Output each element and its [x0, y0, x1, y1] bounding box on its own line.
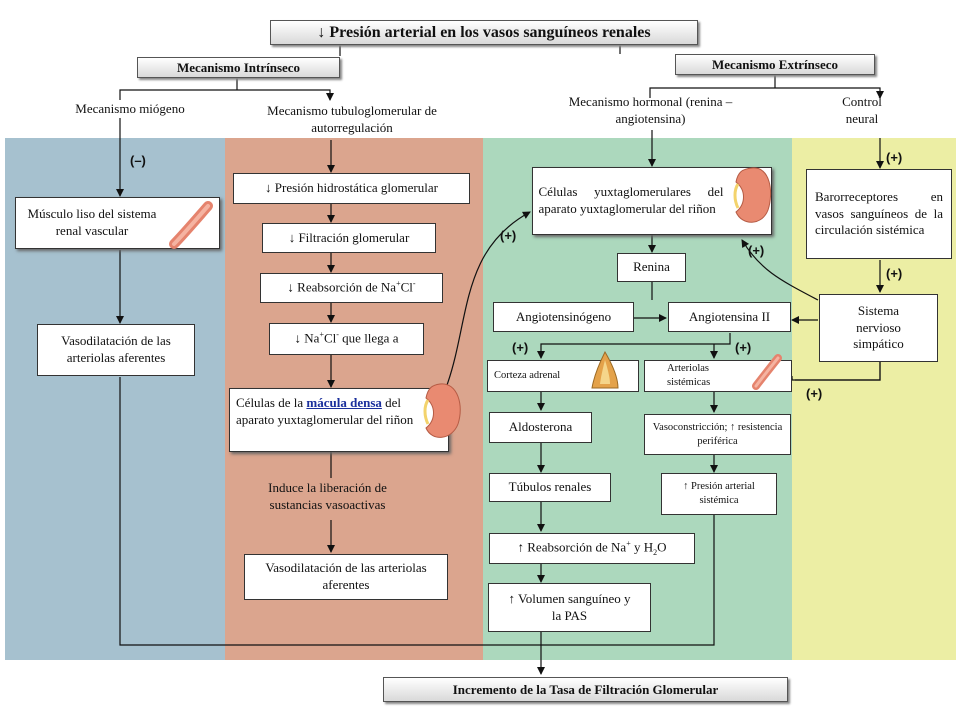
footer-text: Incremento de la Tasa de Filtración Glom…	[452, 681, 719, 697]
extrinsic-header: Mecanismo Extrínseco	[675, 54, 875, 75]
plus-sign-neural-3: (+)	[806, 386, 823, 401]
intrinsic-header: Mecanismo Intrínseco	[137, 57, 340, 78]
plus-sign-macula-to-juxta: (+)	[500, 228, 517, 243]
plus-sign-neural-1: (+)	[886, 150, 903, 165]
sympathetic-system-box: Sistema nervioso simpático	[819, 294, 938, 362]
blood-volume-box: ↑ Volumen sanguíneo y la PAS	[488, 583, 651, 632]
macula-densa-link[interactable]: mácula densa	[306, 395, 382, 410]
adrenal-gland-icon	[591, 350, 619, 389]
hydrostatic-pressure-box: ↓ Presión hidrostática glomerular	[233, 173, 470, 204]
hormonal-label: Mecanismo hormonal (renina – angiotensin…	[568, 94, 733, 126]
na-water-reabsorption-box: ↑ Reabsorción de Na+ y H2O	[489, 533, 695, 564]
neural-label: Control neural	[842, 94, 882, 126]
tubulo-vasodilation-box: Vasodilatación de las arteriolas aferent…	[244, 554, 448, 600]
arteriole-icon	[752, 354, 782, 390]
blood-vessel-icon	[169, 201, 213, 249]
plus-sign-arterioles: (+)	[735, 340, 752, 355]
macula-densa-box: Células de la mácula densa del aparato y…	[229, 388, 449, 452]
angiotensinogen-box: Angiotensinógeno	[493, 302, 634, 332]
plus-sign-adrenal: (+)	[512, 340, 529, 355]
vasoactive-release-text: Induce la liberación de sustancias vasoa…	[268, 480, 387, 512]
inhibit-sign: (–)	[130, 153, 146, 168]
systemic-pressure-box: ↑ Presión arterial sistémica	[661, 473, 777, 515]
baroreceptors-box: Barorreceptores en vasos sanguíneos de l…	[806, 169, 952, 259]
title-text: ↓ Presión arterial en los vasos sanguíne…	[317, 23, 651, 41]
myogenic-vasodilation-box: Vasodilatación de las arteriolas aferent…	[37, 324, 195, 376]
plus-sign-neural-2: (+)	[886, 266, 903, 281]
title-box: ↓ Presión arterial en los vasos sanguíne…	[270, 20, 698, 45]
vasoconstriction-box: Vasoconstricción; ↑ resistencia periféri…	[644, 414, 791, 455]
kidney-icon	[423, 383, 461, 438]
angiotensin-ii-box: Angiotensina II	[668, 302, 791, 332]
nacl-reabsorption-box: ↓ Reabsorción de Na+Cl-	[260, 273, 443, 303]
myogenic-label: Mecanismo miógeno	[75, 101, 185, 116]
gfr-increase-box: Incremento de la Tasa de Filtración Glom…	[383, 677, 788, 702]
nacl-delivery-box: ↓ Na+Cl- que llega a	[269, 323, 424, 355]
glomerular-filtration-box: ↓ Filtración glomerular	[262, 223, 436, 253]
renin-box: Renina	[617, 253, 686, 282]
kidney-icon-2	[733, 167, 772, 223]
renal-tubules-box: Túbulos renales	[489, 473, 611, 502]
juxtaglomerular-cells-box: Células yuxtaglomerulares del aparato yu…	[532, 167, 772, 235]
smooth-muscle-box: Músculo liso del sistema renal vascular	[15, 197, 220, 249]
extrinsic-header-text: Mecanismo Extrínseco	[711, 56, 838, 72]
plus-sign-sympathetic-to-juxta: (+)	[748, 243, 765, 258]
intrinsic-header-text: Mecanismo Intrínseco	[176, 59, 301, 75]
aldosterone-box: Aldosterona	[489, 412, 592, 443]
tubuloglomerular-label: Mecanismo tubuloglomerular de autorregul…	[267, 103, 437, 135]
